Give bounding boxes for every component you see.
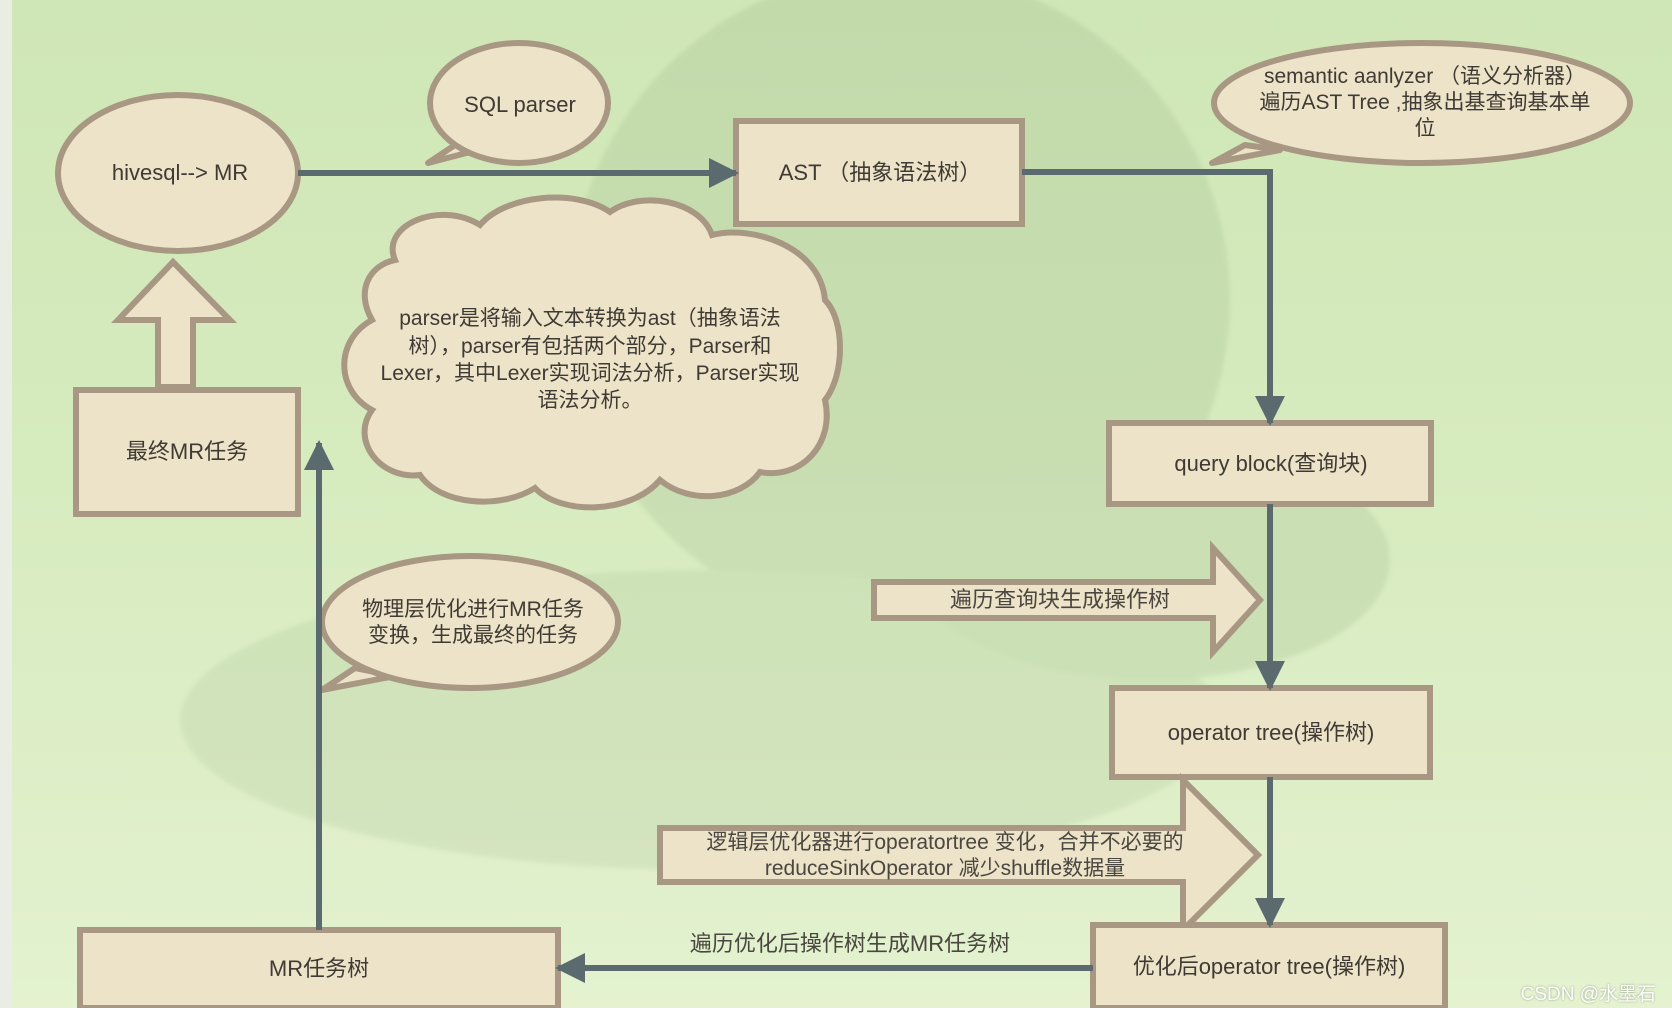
sql-parser-bubble (425, 40, 611, 166)
parser-cloud (341, 194, 843, 511)
hollow-up-arrow (111, 257, 238, 390)
traverse-block-arrow (871, 540, 1265, 660)
left-margin-strip (0, 0, 12, 1018)
mr-tree-box (77, 927, 561, 1011)
hivesql-ellipse (55, 92, 301, 254)
traverse-arrow-label: 遍历查询块生成操作树 (949, 587, 1170, 612)
bottom-strip (0, 1008, 1672, 1018)
ast-box (733, 118, 1025, 227)
query-block-box (1106, 420, 1434, 507)
connector-ast-queryblock (1022, 169, 1285, 426)
gen-mr-label: 遍历优化后操作树生成MR任务树 (689, 931, 1011, 956)
logical-opt-label: 逻辑层优化器进行operatortree 变化，合并不必要的 reduceSin… (706, 831, 1184, 881)
optimized-tree-box (1090, 922, 1448, 1011)
logical-opt-block-arrow (657, 772, 1263, 938)
connectors (298, 158, 1285, 983)
semantic-analyzer-bubble (1209, 40, 1633, 166)
operator-tree-box (1109, 685, 1433, 780)
physical-opt-bubble (319, 553, 621, 693)
csdn-watermark: CSDN @水墨石 (1520, 984, 1656, 1005)
final-mr-box (73, 387, 301, 517)
